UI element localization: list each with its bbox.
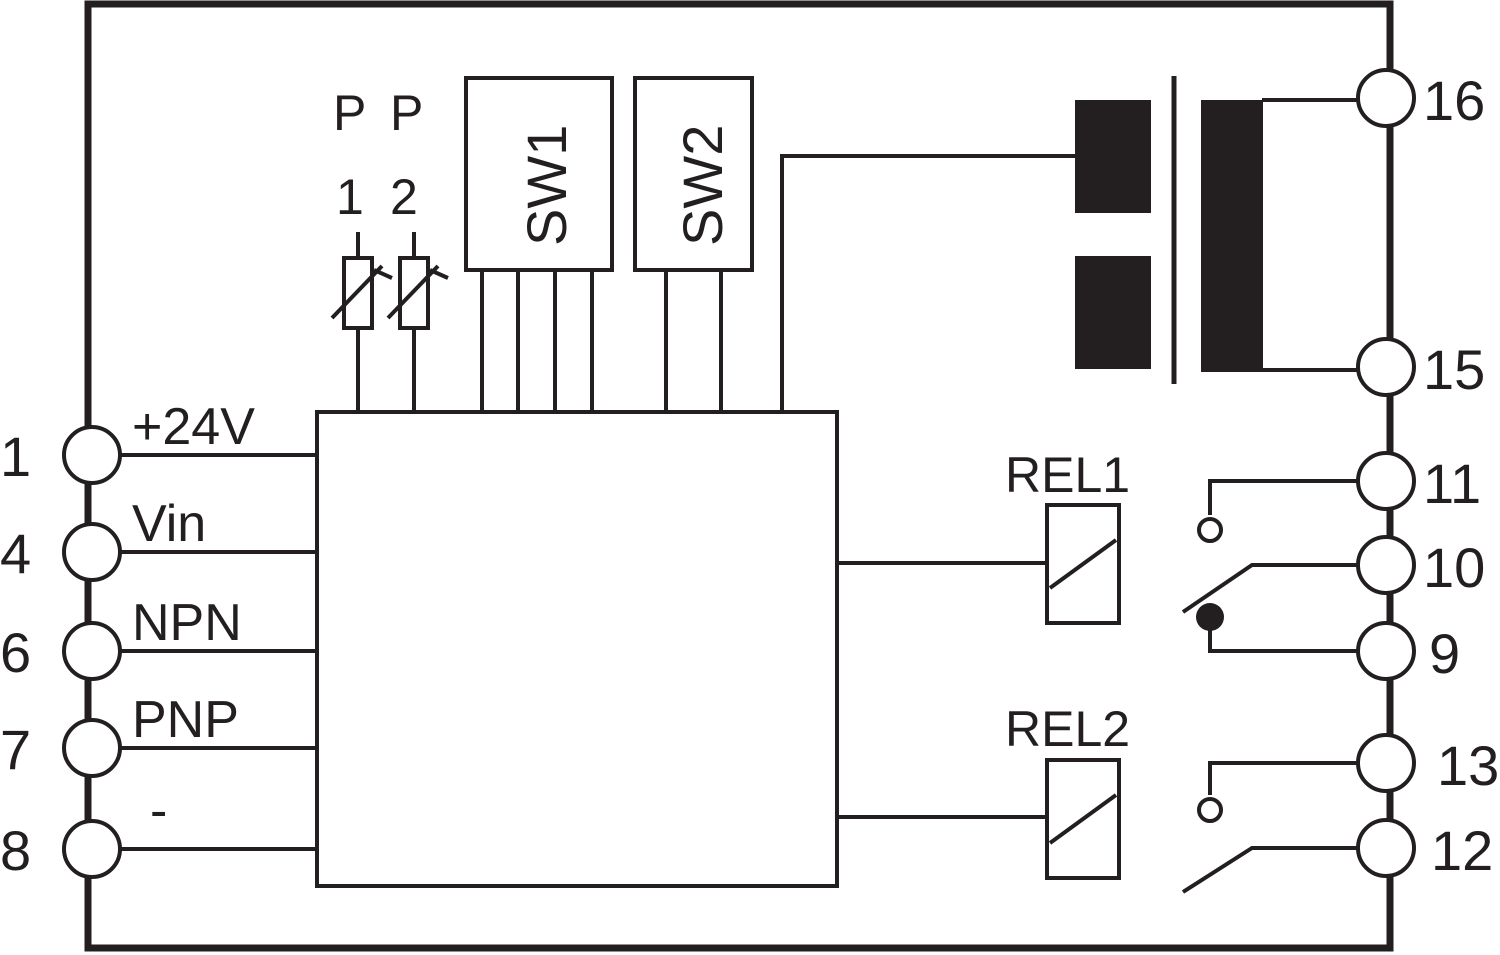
signal-label: -: [150, 782, 167, 840]
terminal-number: 10: [1423, 536, 1485, 599]
terminal-circle: [62, 819, 122, 879]
terminal-16: 16: [1356, 68, 1485, 132]
terminal-8: 8 -: [0, 782, 317, 882]
terminal-number: 11: [1423, 452, 1481, 515]
signal-label: NPN: [132, 594, 242, 652]
terminal-11: 11: [1356, 451, 1481, 515]
pot-label-top: P: [390, 85, 423, 141]
terminal-6: 6 NPN: [0, 594, 317, 684]
terminal-circle: [1356, 818, 1416, 878]
potentiometer-p1: P 1: [330, 85, 393, 412]
terminal-9: 9: [1356, 621, 1460, 685]
terminal-circle: [1356, 337, 1416, 397]
terminal-number: 7: [0, 718, 31, 781]
pot-body: [398, 256, 430, 330]
contact-no: [1197, 797, 1223, 823]
terminal-10: 10: [1356, 535, 1485, 599]
terminal-number: 12: [1431, 819, 1493, 882]
terminal-number: 9: [1429, 622, 1460, 685]
potentiometer-p2: P 2: [386, 85, 449, 412]
transformer: [780, 76, 1358, 412]
terminal-7: 7 PNP: [0, 691, 317, 781]
switch-body: [464, 76, 614, 272]
relay-rel1: REL1: [837, 447, 1130, 625]
terminal-number: 6: [0, 621, 31, 684]
transformer-primary-lower: [1075, 256, 1151, 369]
switch-body: [633, 76, 754, 272]
terminal-15: 15: [1356, 337, 1485, 401]
terminal-circle: [1356, 733, 1416, 793]
terminal-circle: [62, 718, 122, 778]
switch-sw2: SW2: [633, 76, 754, 412]
signal-label: PNP: [132, 691, 239, 749]
terminal-12: 12: [1356, 818, 1493, 882]
relay-rel2: REL2: [837, 701, 1130, 880]
terminal-circle: [1356, 451, 1416, 511]
terminal-number: 4: [0, 522, 31, 585]
terminal-4: 4 Vin: [0, 495, 317, 585]
terminal-circle: [62, 621, 122, 681]
relay2-contacts: [1181, 761, 1358, 894]
terminal-number: 13: [1437, 734, 1499, 797]
terminal-circle: [1356, 68, 1416, 128]
terminal-number: 8: [0, 819, 31, 882]
pot-label-bottom: 2: [390, 169, 418, 225]
terminal-circle: [62, 425, 122, 485]
electronics-block: [315, 410, 839, 888]
transformer-primary-upper: [1075, 100, 1151, 213]
terminal-1: 1 +24V: [0, 398, 317, 488]
signal-label: Vin: [132, 495, 206, 553]
switch-label: SW2: [671, 125, 734, 246]
terminal-circle: [1356, 621, 1416, 681]
terminal-number: 15: [1423, 338, 1485, 401]
relay1-contacts: [1181, 479, 1358, 653]
switch-label: SW1: [515, 125, 578, 246]
pot-label-bottom: 1: [336, 169, 364, 225]
switch-sw1: SW1: [464, 76, 614, 412]
transformer-secondary: [1201, 100, 1263, 372]
pot-label-top: P: [333, 85, 366, 141]
contact-nc: [1197, 517, 1223, 543]
terminal-13: 13: [1356, 733, 1499, 797]
relay-label: REL2: [1005, 701, 1130, 757]
terminal-number: 16: [1423, 69, 1485, 132]
terminal-circle: [1356, 535, 1416, 595]
relay-label: REL1: [1005, 447, 1130, 503]
signal-label: +24V: [132, 398, 255, 456]
terminal-number: 1: [0, 425, 31, 488]
terminal-circle: [62, 522, 122, 582]
